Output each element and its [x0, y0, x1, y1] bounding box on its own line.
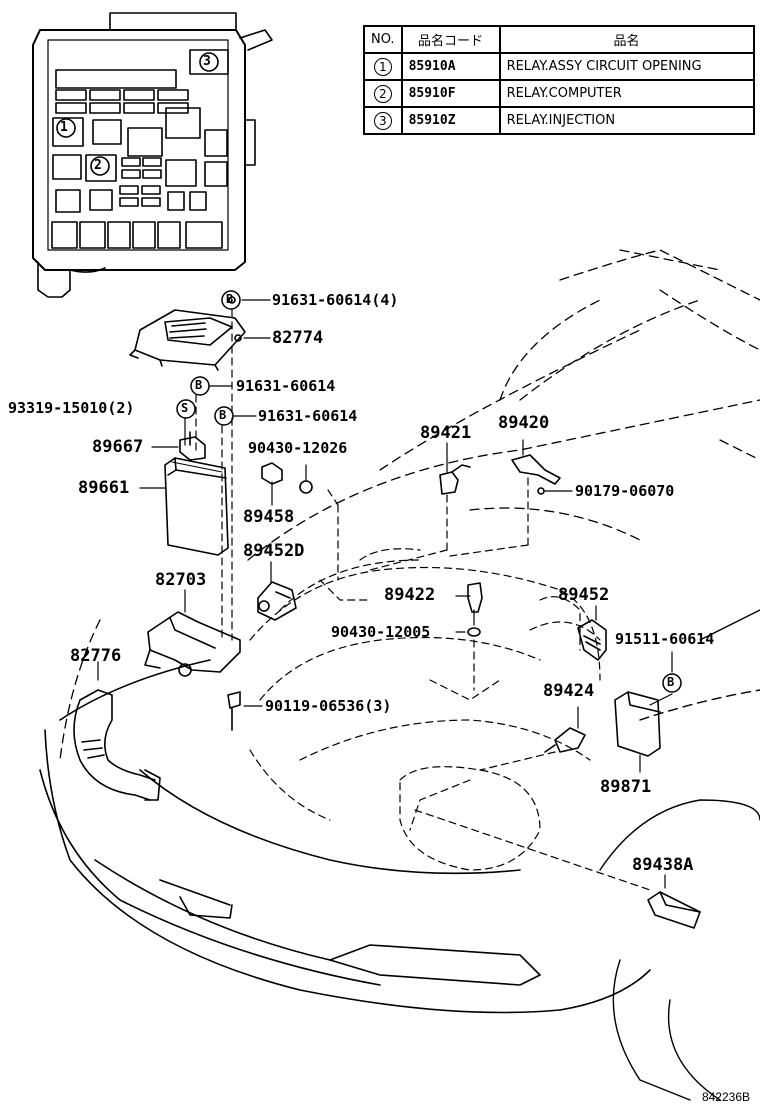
relay-marker-3: 3: [203, 54, 211, 69]
row-number: 1: [373, 57, 392, 76]
label-89661[interactable]: 89661: [78, 478, 130, 498]
row-code: 85910F: [400, 79, 501, 108]
table-row: 1 85910A RELAY.ASSY CIRCUIT OPENING: [363, 52, 755, 81]
part-89452D-sensor: [257, 581, 297, 621]
parts-table-header: NO. 品名コード 品名: [363, 25, 755, 54]
label-82703[interactable]: 82703: [155, 570, 207, 590]
callout-s: S: [181, 401, 189, 415]
label-91631-60614-b[interactable]: 91631-60614: [258, 407, 358, 425]
row-code: 85910Z: [400, 106, 501, 135]
parts-table: NO. 品名コード 品名 1 85910A RELAY.ASSY CIRCUIT…: [363, 25, 755, 135]
label-89420[interactable]: 89420: [498, 413, 550, 433]
relay-marker-1: 1: [60, 120, 68, 135]
callout-b-3: B: [219, 408, 227, 422]
leader-lines: [97, 299, 673, 891]
part-89661-ecu: [164, 457, 229, 556]
part-82776-hose: [73, 689, 161, 801]
part-89424-sensor: [544, 727, 586, 753]
front-bumper: [39, 659, 651, 1014]
part-89458-sensor: [261, 462, 313, 494]
label-91511-60614[interactable]: 91511-60614: [615, 630, 715, 648]
vehicle-body-outline: [59, 249, 760, 761]
table-row: 3 85910Z RELAY.INJECTION: [363, 106, 755, 135]
part-82703-bracket: [144, 611, 241, 677]
part-89438A-sensor: [647, 891, 701, 929]
figure-id: 842236B: [701, 1090, 750, 1104]
label-89667[interactable]: 89667: [92, 437, 144, 457]
row-number: 3: [373, 111, 392, 130]
part-90119-bolt: [227, 691, 241, 731]
label-89452D[interactable]: 89452D: [243, 541, 305, 561]
row-number: 2: [373, 84, 392, 103]
label-89424[interactable]: 89424: [543, 681, 595, 701]
label-89452[interactable]: 89452: [558, 585, 610, 605]
label-90179-06070[interactable]: 90179-06070: [575, 482, 675, 500]
row-code: 85910A: [400, 52, 501, 81]
label-89458[interactable]: 89458: [243, 507, 295, 527]
part-89871-module: [614, 691, 661, 757]
label-91631-60614-a[interactable]: 91631-60614: [236, 377, 336, 395]
label-89438A[interactable]: 89438A: [632, 855, 694, 875]
relay-marker-2: 2: [94, 158, 102, 173]
label-89871[interactable]: 89871: [600, 777, 652, 797]
label-89421[interactable]: 89421: [420, 423, 472, 443]
part-82774-bracket: [129, 296, 246, 371]
header-name: 品名: [498, 25, 755, 54]
right-fender: [599, 609, 760, 1101]
row-name: RELAY.COMPUTER: [498, 79, 755, 108]
label-91631-60614-4[interactable]: 91631-60614(4): [272, 291, 399, 309]
callout-b-2: B: [195, 378, 203, 392]
row-name: RELAY.INJECTION: [498, 106, 755, 135]
part-89667-sensor: [179, 431, 206, 461]
label-90430-12026[interactable]: 90430-12026: [248, 439, 348, 457]
part-89421-sensor: [439, 464, 471, 495]
callout-b-1: B: [226, 292, 234, 306]
part-89422-sensor: [467, 582, 483, 637]
header-no: NO.: [363, 25, 403, 54]
callout-circles: [176, 290, 682, 693]
label-93319-15010-2[interactable]: 93319-15010(2): [8, 399, 135, 417]
label-89422[interactable]: 89422: [384, 585, 436, 605]
row-name: RELAY.ASSY CIRCUIT OPENING: [498, 52, 755, 81]
label-82774[interactable]: 82774: [272, 328, 324, 348]
table-row: 2 85910F RELAY.COMPUTER: [363, 79, 755, 108]
part-89420-sensor: [511, 454, 561, 495]
header-code: 品名コード: [400, 25, 501, 54]
label-82776[interactable]: 82776: [70, 646, 122, 666]
relay-box-illustration: [32, 12, 273, 298]
label-90119-06536-3[interactable]: 90119-06536(3): [265, 697, 392, 715]
engine-outline: [249, 548, 601, 871]
callout-b-4: B: [667, 675, 675, 689]
label-90430-12005[interactable]: 90430-12005: [331, 623, 431, 641]
part-89452-sensor: [577, 619, 607, 661]
